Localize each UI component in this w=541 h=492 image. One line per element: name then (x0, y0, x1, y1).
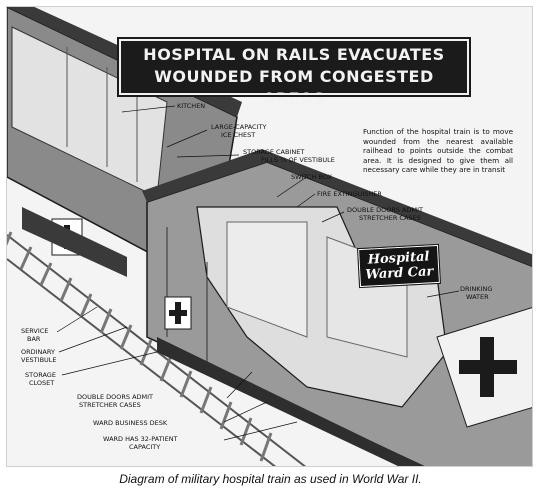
label-capacity: WARD HAS 32-PATIENT CAPACITY (103, 435, 178, 451)
label-ice-chest: LARGE-CAPACITY ICE CHEST (211, 123, 267, 139)
leader-lines (56, 105, 460, 441)
rail-ties (7, 231, 273, 462)
label-kitchen: KITCHEN (177, 102, 206, 110)
diagram-title: HOSPITAL ON RAILS EVACUATES WOUNDED FROM… (117, 37, 471, 108)
label-fire-extinguisher: FIRE EXTINGUISHER (317, 190, 382, 198)
label-switch-box: SWITCH BOX (291, 173, 333, 181)
label-drinking-water: DRINKING WATER (460, 285, 493, 301)
label-business-desk: WARD BUSINESS DESK (93, 419, 168, 427)
figure-caption: Diagram of military hospital train as us… (119, 472, 422, 486)
diagram-frame: HOSPITAL ON RAILS EVACUATES WOUNDED FROM… (6, 6, 533, 467)
sign-line-2: Ward Car (365, 264, 434, 283)
description-text: Function of the hospital train is to mov… (363, 127, 513, 175)
train-illustration (7, 7, 532, 466)
title-line-2: WOUNDED FROM CONGESTED AREAS (154, 67, 434, 108)
label-storage-closet: STORAGE CLOSET (25, 371, 56, 387)
label-service-bar: SERVICE BAR (21, 327, 49, 343)
label-storage-cabinet: STORAGE CABINET FILLS ⅔ OF VESTIBULE (243, 148, 335, 164)
ward-car (142, 149, 532, 466)
ward-car-sign: Hospital Ward Car (357, 243, 441, 289)
label-double-doors: DOUBLE DOORS ADMIT STRETCHER CASES (347, 206, 424, 222)
label-ordinary-vestibule: ORDINARY VESTIBULE (21, 348, 57, 364)
label-double-doors-lower: DOUBLE DOORS ADMIT STRETCHER CASES (77, 393, 154, 409)
title-line-1: HOSPITAL ON RAILS EVACUATES (143, 45, 445, 64)
